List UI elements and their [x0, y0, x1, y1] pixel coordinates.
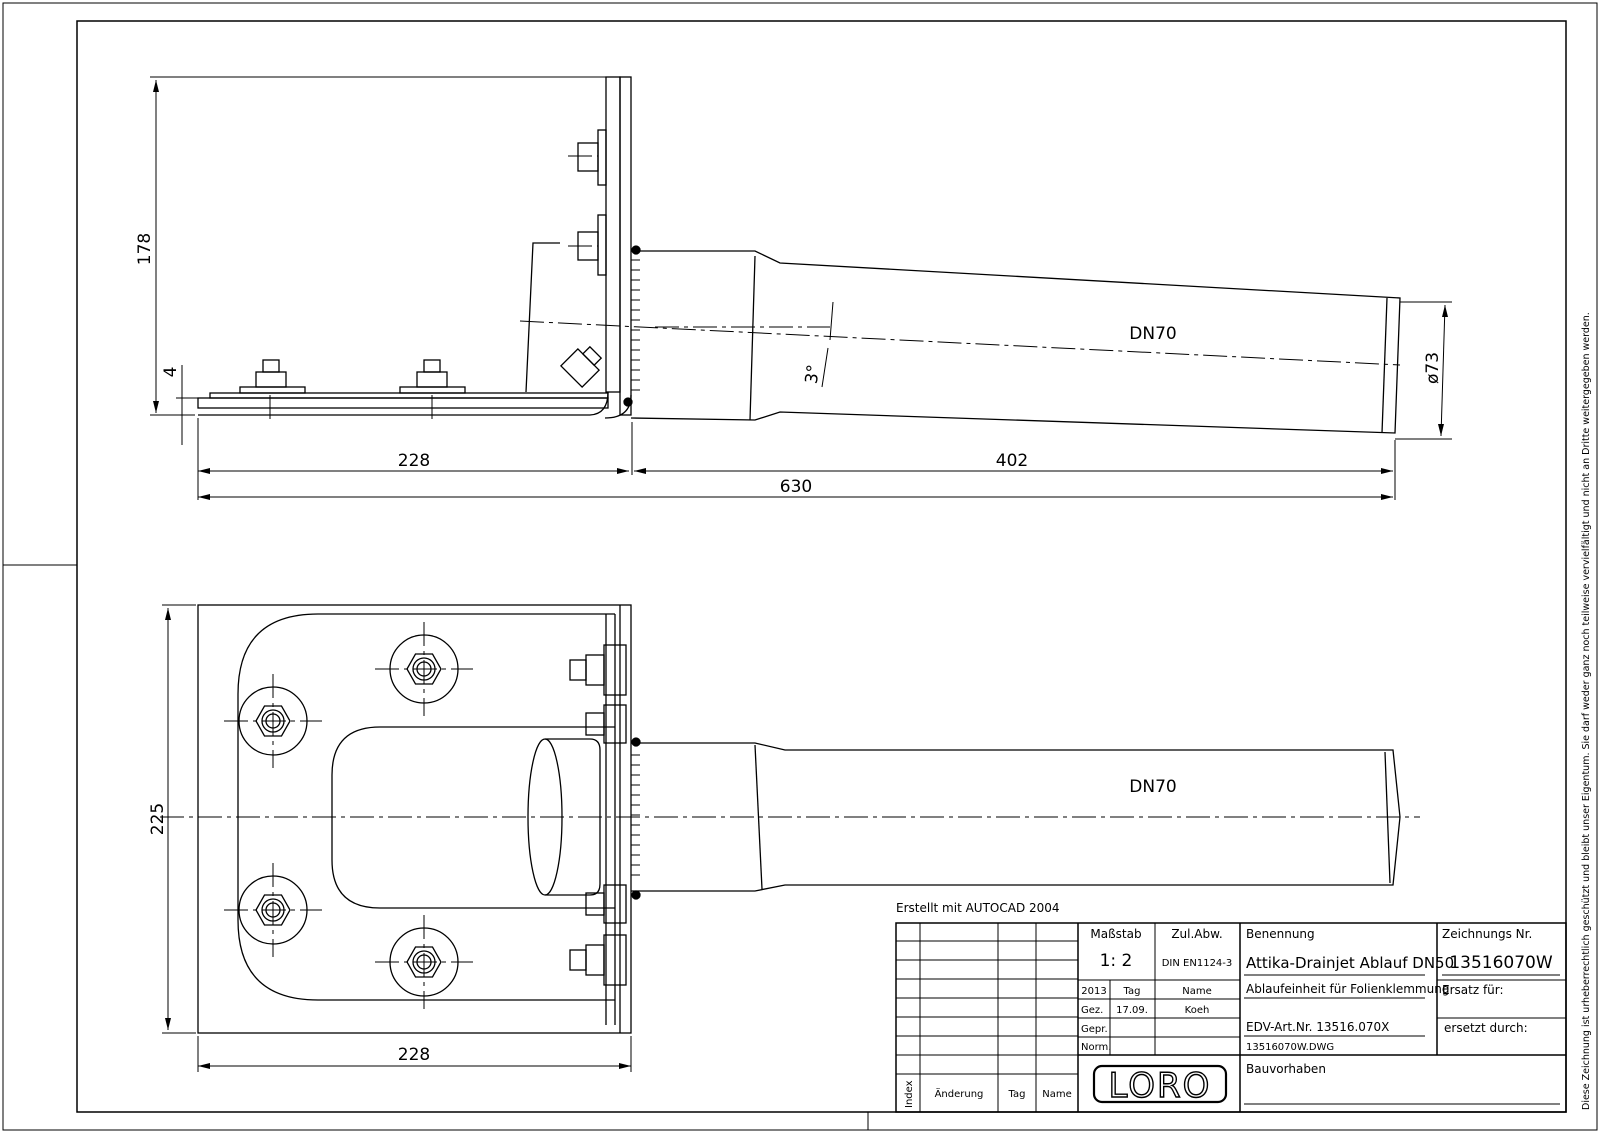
svg-text:LORO: LORO [1109, 1066, 1212, 1106]
top-weld-ticks [631, 754, 640, 876]
article-number: EDV-Art.Nr. 13516.070X [1246, 1020, 1389, 1034]
bolt-washers [238, 634, 459, 997]
top-dimensions [162, 604, 632, 1072]
drawn-label: Gez. [1081, 1005, 1103, 1016]
drawing-number-label: Zeichnungs Nr. [1442, 927, 1532, 941]
rev-index-header: Index [904, 1080, 915, 1108]
tolerance-value: DIN EN1124-3 [1162, 958, 1233, 969]
dim-402-label: 402 [996, 451, 1028, 471]
dim-225-label: 225 [148, 803, 168, 835]
subtitle: Ablaufeinheit für Folienklemmung [1246, 982, 1449, 996]
checked-label: Gepr. [1081, 1024, 1108, 1035]
top-dimension-arrows [165, 608, 631, 1069]
name-label: Name [1182, 986, 1212, 997]
dim-228-side-label: 228 [398, 451, 430, 471]
dimension-arrows [153, 80, 1448, 500]
project-label: Bauvorhaben [1246, 1062, 1326, 1076]
norm-label: Norm. [1081, 1042, 1111, 1053]
loro-logo: LORO [1092, 1064, 1228, 1107]
designation-value: Attika-Drainjet Ablauf DN50 [1246, 954, 1454, 972]
top-pipe-label: DN70 [1129, 777, 1176, 797]
year-label: 2013 [1081, 986, 1106, 997]
copyright-note: Diese Zeichnung ist urheberrechtlich ges… [1581, 312, 1592, 1110]
tolerance-label: Zul.Abw. [1171, 927, 1222, 941]
dwg-file: 13516070W.DWG [1246, 1042, 1334, 1053]
dim-4-label: 4 [161, 367, 181, 378]
side-pipe-label: DN70 [1129, 324, 1176, 344]
side-view [197, 76, 1401, 434]
drawing-number-value: 13516070W [1449, 953, 1553, 973]
dim-diameter-label: ø73 [1423, 352, 1443, 384]
dim-228-top-label: 228 [398, 1045, 430, 1065]
replaces-label: Ersatz für: [1442, 983, 1504, 997]
dim-178-label: 178 [135, 233, 155, 265]
rev-name-header: Name [1042, 1089, 1072, 1100]
dim-630-label: 630 [780, 477, 812, 497]
drawn-name: Koeh [1185, 1005, 1210, 1016]
scale-label: Maßstab [1090, 927, 1141, 941]
designation-label: Benennung [1246, 927, 1315, 941]
angle-label: 3° [802, 363, 824, 385]
top-centerlines [160, 622, 1420, 1009]
rev-day-header: Tag [1008, 1089, 1026, 1100]
weld-ticks [631, 259, 640, 391]
scale-value: 1: 2 [1100, 951, 1133, 971]
side-dimensions [150, 76, 1452, 500]
day-label: Tag [1123, 986, 1141, 997]
created-with-note: Erstellt mit AUTOCAD 2004 [896, 901, 1060, 915]
side-centerlines [269, 155, 1401, 420]
title-block-grid [895, 922, 1567, 1113]
drawn-day: 17.09. [1116, 1005, 1148, 1016]
rev-change-header: Änderung [935, 1087, 984, 1100]
replaced-by-label: ersetzt durch: [1444, 1021, 1528, 1035]
